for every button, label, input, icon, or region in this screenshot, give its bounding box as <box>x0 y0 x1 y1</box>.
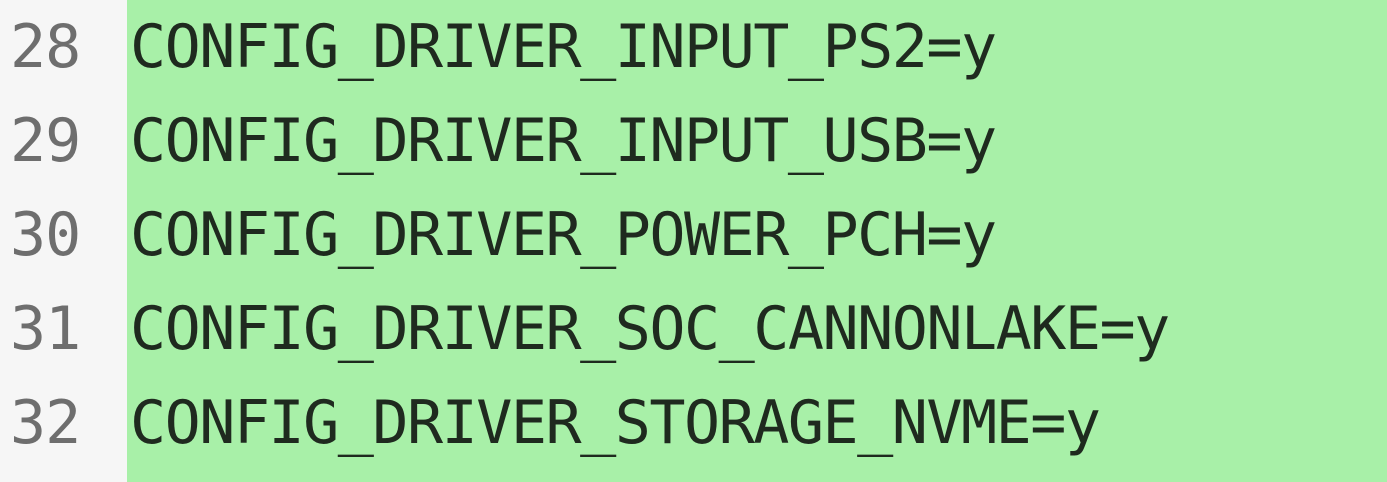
line-number: 28 <box>10 12 81 82</box>
line-number: 29 <box>10 106 81 176</box>
code-text: CONFIG_DRIVER_INPUT_PS2=y <box>130 12 997 82</box>
added-lines-highlight <box>127 0 1387 482</box>
code-line: 32 CONFIG_DRIVER_STORAGE_NVME=y <box>0 376 1387 470</box>
code-line: 29 CONFIG_DRIVER_INPUT_USB=y <box>0 94 1387 188</box>
code-line: 31 CONFIG_DRIVER_SOC_CANNONLAKE=y <box>0 282 1387 376</box>
line-number: 31 <box>10 294 81 364</box>
code-text: CONFIG_DRIVER_STORAGE_NVME=y <box>130 388 1101 458</box>
code-text: CONFIG_DRIVER_INPUT_USB=y <box>130 106 997 176</box>
line-number: 32 <box>10 388 81 458</box>
code-line: 28 CONFIG_DRIVER_INPUT_PS2=y <box>0 0 1387 94</box>
code-text: CONFIG_DRIVER_POWER_PCH=y <box>130 200 997 270</box>
code-line: 30 CONFIG_DRIVER_POWER_PCH=y <box>0 188 1387 282</box>
code-text: CONFIG_DRIVER_SOC_CANNONLAKE=y <box>130 294 1170 364</box>
line-number: 30 <box>10 200 81 270</box>
